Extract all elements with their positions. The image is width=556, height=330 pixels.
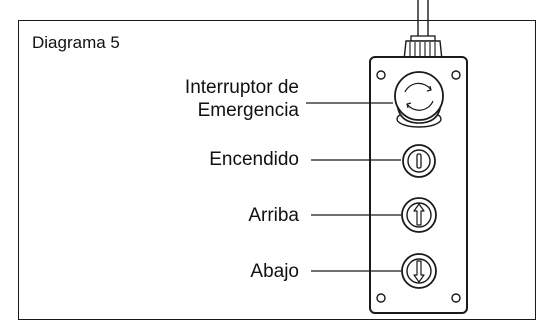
pendant-housing xyxy=(369,56,468,314)
screw-top-left xyxy=(376,70,386,80)
down-button xyxy=(401,253,437,289)
screw-bottom-right xyxy=(451,293,461,303)
down-label: Abajo xyxy=(250,261,299,282)
power-icon xyxy=(416,153,422,169)
down-arrow-icon xyxy=(413,260,425,283)
screw-bottom-left xyxy=(376,293,386,303)
figure-title: Diagrama 5 xyxy=(32,33,120,52)
cable xyxy=(417,0,429,40)
power-label: Encendido xyxy=(209,149,299,170)
up-button xyxy=(401,197,437,233)
power-button xyxy=(402,144,436,178)
up-arrow-icon xyxy=(413,203,425,226)
screw-top-right xyxy=(451,70,461,80)
twist-release-arrows xyxy=(404,82,434,111)
emergency-stop-label-line1: Interruptor de xyxy=(184,77,299,98)
cable-gland xyxy=(403,35,443,61)
emergency-stop-label: Interruptor de Emergencia xyxy=(185,76,299,122)
figure-frame xyxy=(18,20,536,320)
emergency-stop-button xyxy=(394,71,444,128)
emergency-stop-label-line2: Emergencia xyxy=(197,100,299,121)
up-label: Arriba xyxy=(248,205,299,226)
